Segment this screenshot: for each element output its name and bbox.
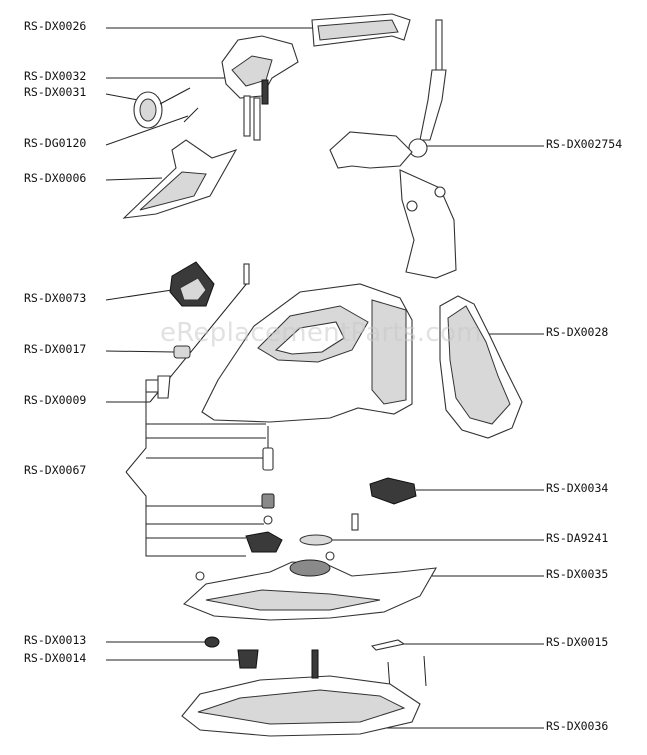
part-small-nuts xyxy=(204,636,259,669)
label-rs-dx0031[interactable]: RS-DX0031 xyxy=(24,85,87,99)
part-washer xyxy=(299,534,335,561)
part-tube-assembly xyxy=(329,19,457,279)
part-control-assembly xyxy=(221,35,299,141)
part-skirt xyxy=(182,559,438,621)
part-pin xyxy=(183,107,199,123)
label-rs-dx0035[interactable]: RS-DX0035 xyxy=(546,567,609,581)
label-rs-dx0034[interactable]: RS-DX0034 xyxy=(546,481,609,495)
group-bracket xyxy=(125,379,266,557)
label-rs-dx0014[interactable]: RS-DX0014 xyxy=(24,651,87,665)
label-rs-da9241[interactable]: RS-DA9241 xyxy=(546,531,609,545)
part-cap-top xyxy=(311,13,411,47)
part-soleplate xyxy=(181,649,421,737)
part-small-plug xyxy=(173,345,191,359)
label-rs-dx0067[interactable]: RS-DX0067 xyxy=(24,463,87,477)
label-rs-dx0015[interactable]: RS-DX0015 xyxy=(546,635,609,649)
label-rs-dx0009[interactable]: RS-DX0009 xyxy=(24,393,87,407)
label-rs-dg0120[interactable]: RS-DG0120 xyxy=(24,136,87,150)
part-handle-cover xyxy=(122,139,238,219)
leader-lines-left xyxy=(105,27,318,661)
label-rs-dx0073[interactable]: RS-DX0073 xyxy=(24,291,87,305)
label-rs-dx0006[interactable]: RS-DX0006 xyxy=(24,171,87,185)
part-clip xyxy=(157,375,171,399)
leader-lines-right xyxy=(322,145,544,729)
part-bracket xyxy=(351,477,417,531)
label-rs-dx002754[interactable]: RS-DX002754 xyxy=(546,137,623,151)
label-rs-dx0026[interactable]: RS-DX0026 xyxy=(24,19,87,33)
label-rs-dx0013[interactable]: RS-DX0013 xyxy=(24,633,87,647)
part-dial-knob xyxy=(133,87,191,129)
label-rs-dx0028[interactable]: RS-DX0028 xyxy=(546,325,609,339)
part-valve-stack xyxy=(245,426,283,553)
part-rear-cover xyxy=(439,295,523,439)
label-rs-dx0017[interactable]: RS-DX0017 xyxy=(24,342,87,356)
part-body-housing xyxy=(201,283,413,423)
part-button-block xyxy=(169,261,215,307)
label-rs-dx0032[interactable]: RS-DX0032 xyxy=(24,69,87,83)
label-rs-dx0036[interactable]: RS-DX0036 xyxy=(546,719,609,733)
watermark: eReplacementParts.com xyxy=(160,318,482,348)
